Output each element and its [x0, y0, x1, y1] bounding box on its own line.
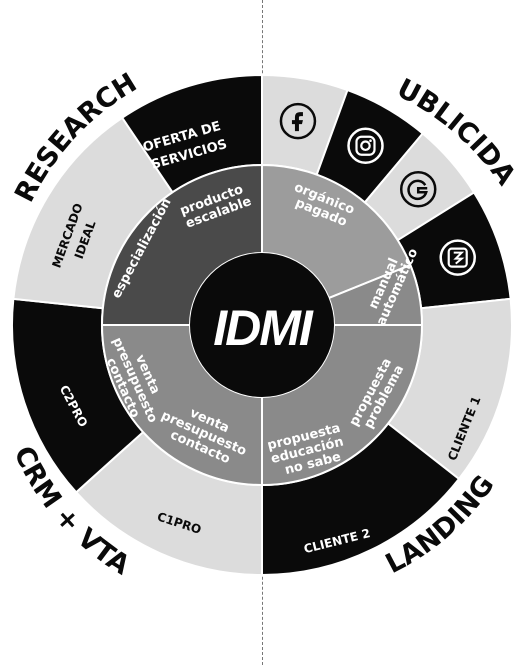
facebook-icon — [279, 102, 317, 140]
center-hub — [190, 253, 334, 397]
logo-text: IDMI — [213, 300, 314, 356]
google-icon — [399, 170, 437, 208]
social-icons — [279, 102, 476, 276]
outer-ring — [11, 73, 513, 577]
ads-icon — [439, 239, 476, 276]
instagram-icon — [347, 127, 384, 164]
